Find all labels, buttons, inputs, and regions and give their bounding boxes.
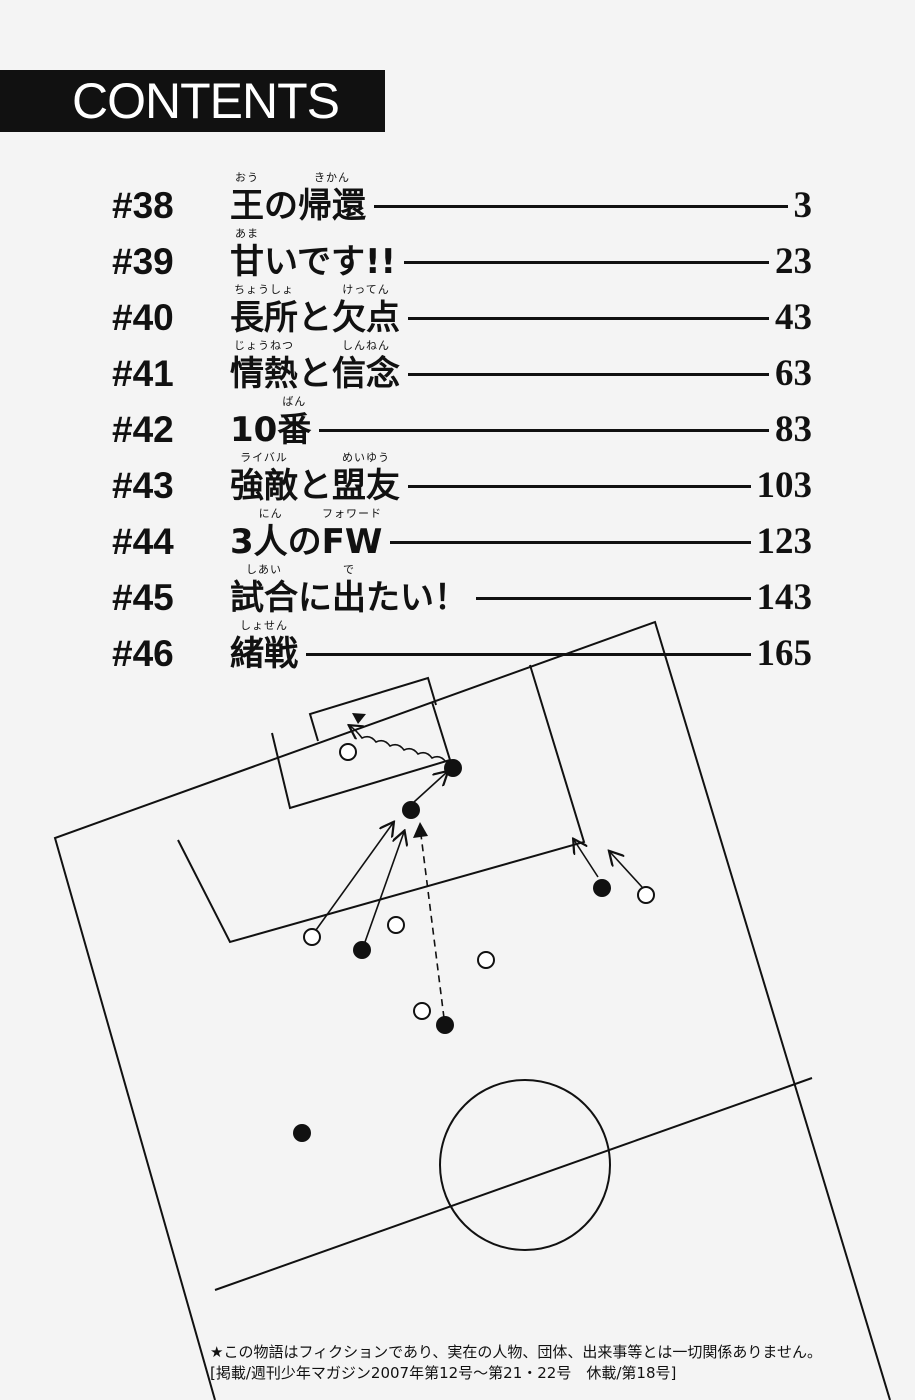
- table-of-contents: #38 王の帰還 3 おう きかん #39 甘いです!! 23 あま #40 長所と欠点 43 ちょうし…: [112, 172, 812, 676]
- pass-arrow: [413, 772, 447, 803]
- toc-entry[interactable]: #38 王の帰還 3 おう きかん: [112, 172, 812, 228]
- chapter-number: #43: [112, 465, 174, 506]
- header-bar: [0, 70, 385, 132]
- chapter-number: #40: [112, 297, 174, 338]
- chapter-number: #44: [112, 521, 174, 562]
- goal-area: [271, 701, 452, 810]
- page-number: 123: [756, 521, 813, 562]
- player-open: [413, 1002, 431, 1020]
- leader-line: [390, 541, 751, 544]
- furigana: フォワード: [322, 507, 383, 520]
- player-open: [387, 916, 405, 934]
- player-filled: [436, 1016, 454, 1034]
- run-arrow: [610, 852, 643, 888]
- leader-line: [306, 653, 751, 656]
- furigana: ばん: [282, 395, 307, 408]
- chapter-title: 強敵と盟友: [230, 466, 400, 506]
- chapter-title: 緒戦: [230, 634, 298, 674]
- chapter-title: 情熱と信念: [230, 354, 400, 394]
- chapter-number: #42: [112, 409, 174, 450]
- chapter-title: 甘いです!!: [230, 242, 396, 282]
- player-filled: [353, 941, 371, 959]
- leader-line: [408, 317, 769, 320]
- player-filled: [593, 879, 611, 897]
- run-arrow: [574, 840, 599, 878]
- shot-path-wavy: [350, 726, 447, 763]
- field-boundary: [53, 620, 891, 1400]
- furigana: ライバル: [240, 451, 288, 464]
- player-open: [637, 886, 655, 904]
- run-arrow: [315, 823, 393, 931]
- goal: [308, 676, 437, 742]
- furigana: ちょうしょ: [234, 283, 294, 296]
- footer: ★この物語はフィクションであり、実在の人物、団体、出来事等とは一切関係ありません…: [210, 1342, 822, 1384]
- player-filled: [444, 759, 462, 777]
- furigana: めいゆう: [341, 451, 390, 464]
- toc-entry[interactable]: #46 緒戦 165 しょせん: [112, 620, 812, 676]
- halfway-line: [214, 1077, 813, 1291]
- chapter-number: #38: [112, 185, 174, 226]
- page-number: 63: [775, 353, 812, 394]
- player-open: [477, 951, 495, 969]
- furigana: あま: [235, 227, 259, 240]
- center-circle: [439, 1079, 611, 1251]
- chapter-number: #41: [112, 353, 174, 394]
- chapter-title: 長所と欠点: [230, 298, 400, 338]
- furigana: じょうねつ: [234, 339, 294, 352]
- chapter-number: #46: [112, 633, 174, 674]
- chapter-title: 王の帰還: [230, 186, 366, 226]
- ball-arrowhead: [352, 713, 366, 724]
- chapter-number: #39: [112, 241, 174, 282]
- page-number: 143: [756, 577, 813, 618]
- chapter-title: 10番: [230, 410, 312, 450]
- disclaimer: ★この物語はフィクションであり、実在の人物、団体、出来事等とは一切関係ありません…: [210, 1343, 822, 1361]
- furigana: しょせん: [240, 619, 288, 632]
- leader-line: [374, 205, 788, 208]
- leader-line: [319, 429, 769, 432]
- page-number: 83: [775, 409, 812, 450]
- page-number: 103: [756, 465, 813, 506]
- page-number: 23: [775, 241, 812, 282]
- player-open: [303, 928, 321, 946]
- dribble-arrowhead: [413, 822, 428, 838]
- dribble-path-dashed: [420, 834, 445, 1019]
- player-filled: [402, 801, 420, 819]
- page-number: 43: [775, 297, 812, 338]
- toc-entry[interactable]: #40 長所と欠点 43 ちょうしょ けってん: [112, 284, 812, 340]
- furigana: けってん: [342, 283, 390, 296]
- chapter-number: #45: [112, 577, 174, 618]
- toc-entry[interactable]: #44 3人のFW 123 にん フォワード: [112, 508, 812, 564]
- page-title: CONTENTS: [72, 73, 340, 129]
- furigana: にん: [258, 507, 283, 520]
- toc-entry[interactable]: #39 甘いです!! 23 あま: [112, 228, 812, 284]
- player-open: [339, 743, 357, 761]
- toc-entry[interactable]: #43 強敵と盟友 103 ライバル めいゆう: [112, 452, 812, 508]
- furigana: で: [342, 563, 355, 576]
- leader-line: [404, 261, 769, 264]
- furigana: しんねん: [341, 339, 390, 352]
- chapter-title: 3人のFW: [230, 522, 383, 562]
- furigana: おう: [235, 171, 259, 184]
- publication-info: [掲載/週刊少年マガジン2007年第12号〜第21・22号 休載/第18号]: [210, 1364, 677, 1382]
- page-number: 3: [793, 185, 813, 226]
- furigana: しあい: [246, 563, 282, 576]
- player-filled: [293, 1124, 311, 1142]
- toc-entry[interactable]: #41 情熱と信念 63 じょうねつ しんねん: [112, 340, 812, 396]
- page-number: 165: [756, 633, 813, 674]
- furigana: きかん: [313, 171, 350, 184]
- run-arrow: [364, 832, 404, 943]
- chapter-title: 試合に出たい！: [230, 578, 468, 618]
- leader-line: [408, 485, 751, 488]
- toc-entry[interactable]: #42 10番 83 ばん: [112, 396, 812, 452]
- leader-line: [476, 597, 751, 600]
- toc-entry[interactable]: #45 試合に出たい！ 143 しあい で: [112, 564, 812, 620]
- leader-line: [408, 373, 769, 376]
- penalty-box: [177, 664, 586, 944]
